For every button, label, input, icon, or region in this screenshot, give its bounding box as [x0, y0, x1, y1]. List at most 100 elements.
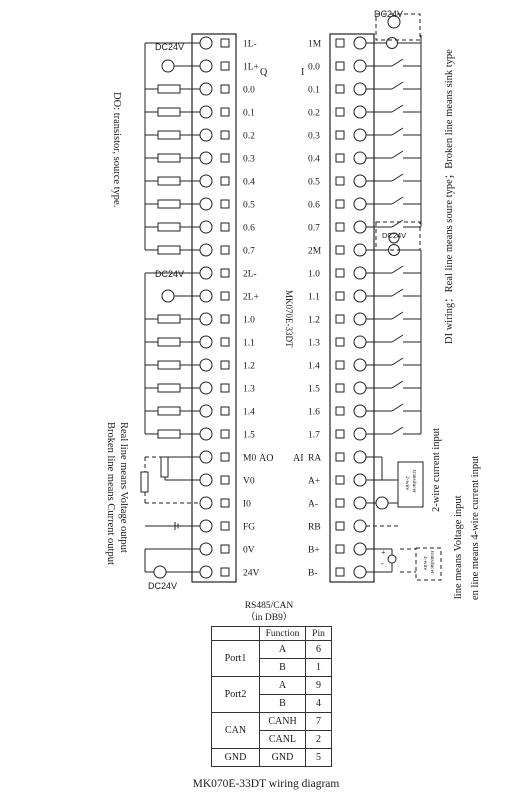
terminal-screw: [199, 220, 213, 234]
left-terminal-label: 0.5: [243, 201, 255, 211]
pin-cell: 2: [305, 730, 332, 749]
group-label-ao: AO: [259, 453, 273, 464]
terminal-clamp: [335, 176, 345, 186]
terminal-clamp: [335, 222, 345, 232]
terminal-screw: [353, 82, 367, 96]
di-switch: [391, 104, 404, 113]
right-terminal-label: 0.1: [308, 86, 320, 96]
terminal-clamp: [220, 61, 230, 71]
terminal-clamp: [220, 567, 230, 577]
terminal-clamp: [220, 429, 230, 439]
di-note: DI wiring：Real line means soure type；Bro…: [444, 49, 455, 344]
pin-cell: 1: [305, 658, 332, 677]
right-terminal-label: 1M: [308, 40, 322, 50]
terminal-clamp: [220, 452, 230, 462]
left-terminal-label: 1.2: [243, 362, 255, 372]
di-switch: [391, 219, 404, 228]
supply-label-1l: DC24V: [155, 42, 184, 52]
di-switch: [391, 380, 404, 389]
terminal-clamp: [335, 38, 345, 48]
terminal-clamp: [335, 245, 345, 255]
function-cell: B: [259, 694, 306, 713]
do-note: DO: transistor, source type.: [111, 92, 122, 207]
right-terminal-label: 1.2: [308, 316, 320, 326]
dc-supply-icon: [386, 37, 398, 49]
terminal-clamp: [220, 130, 230, 140]
pin-cell: 7: [305, 712, 332, 731]
terminal-clamp: [335, 406, 345, 416]
terminal-screw: [199, 266, 213, 280]
group-port2: Port2: [211, 676, 260, 713]
sink-dashed-loop: [375, 221, 421, 251]
terminal-screw: [353, 519, 367, 533]
transducer-4wire-box: [415, 547, 442, 581]
pin-cell: 9: [305, 676, 332, 695]
table-row: CANL 2: [212, 730, 332, 749]
left-terminal-label: 1.1: [243, 339, 255, 349]
terminal-screw: [353, 427, 367, 441]
ao-load-current: [140, 471, 149, 493]
right-terminal-label: B+: [308, 546, 320, 556]
transducer-2wire-box: [397, 461, 424, 508]
right-terminal-label: RA: [308, 454, 321, 464]
terminal-clamp: [220, 314, 230, 324]
do-load: [157, 314, 181, 324]
terminal-screw: [199, 358, 213, 372]
terminal-screw: [199, 105, 213, 119]
di-switch: [391, 173, 404, 182]
terminal-screw: [199, 151, 213, 165]
terminal-screw: [353, 243, 367, 257]
di-switch: [391, 357, 404, 366]
left-terminal-label: 1L+: [243, 63, 259, 73]
terminal-screw: [353, 496, 367, 510]
terminal-clamp: [220, 245, 230, 255]
terminal-screw: [353, 404, 367, 418]
left-terminal-label: 0.2: [243, 132, 255, 142]
terminal-clamp: [335, 429, 345, 439]
terminal-screw: [353, 36, 367, 50]
di-switch: [391, 127, 404, 136]
transducer-2wire-line1: 2-wire: [404, 476, 410, 491]
transducer-2wire-line2: transducer: [411, 470, 417, 493]
terminal-clamp: [335, 498, 345, 508]
rs485-title: RS485/CAN （in DB9）: [236, 600, 302, 624]
do-load: [157, 245, 181, 255]
terminal-screw: [353, 197, 367, 211]
terminal-screw: [353, 381, 367, 395]
terminal-clamp: [335, 544, 345, 554]
terminal-screw: [353, 128, 367, 142]
terminal-clamp: [335, 475, 345, 485]
left-terminal-label: 0.3: [243, 155, 255, 165]
left-terminal-label: 0.7: [243, 247, 255, 257]
do-load: [157, 176, 181, 186]
terminal-clamp: [335, 567, 345, 577]
do-load: [157, 130, 181, 140]
terminal-screw: [199, 289, 213, 303]
left-terminal-label: 1.3: [243, 385, 255, 395]
table-row: GND GND 5: [211, 748, 332, 767]
terminal-screw: [199, 197, 213, 211]
right-terminal-rows: 1M0.00.10.20.30.40.50.60.72M1.01.11.21.3…: [308, 36, 367, 579]
terminal-screw: [353, 335, 367, 349]
polarity-minus: -: [381, 559, 384, 568]
right-terminal-label: 0.0: [308, 63, 320, 73]
terminal-screw: [353, 220, 367, 234]
left-terminal-label: 0.6: [243, 224, 255, 234]
left-terminal-label: 0V: [243, 546, 255, 556]
terminal-screw: [199, 381, 213, 395]
right-terminal-label: 1.4: [308, 362, 320, 372]
group-port1: Port1: [211, 640, 260, 677]
table-row: CAN CANH 7: [211, 712, 332, 749]
do-load: [157, 360, 181, 370]
left-terminal-label: 24V: [243, 569, 260, 579]
right-terminal-label: A+: [308, 477, 320, 487]
right-terminal-label: 2M: [308, 247, 322, 257]
terminal-screw: [199, 519, 213, 533]
left-terminal-rows: 1L-1L+0.00.10.20.30.40.50.60.72L-2L+1.01…: [199, 36, 260, 579]
right-terminal-label: 0.7: [308, 224, 320, 234]
terminal-clamp: [335, 107, 345, 117]
terminal-clamp: [335, 521, 345, 531]
do-load: [157, 337, 181, 347]
terminal-clamp: [335, 337, 345, 347]
terminal-screw: [353, 266, 367, 280]
